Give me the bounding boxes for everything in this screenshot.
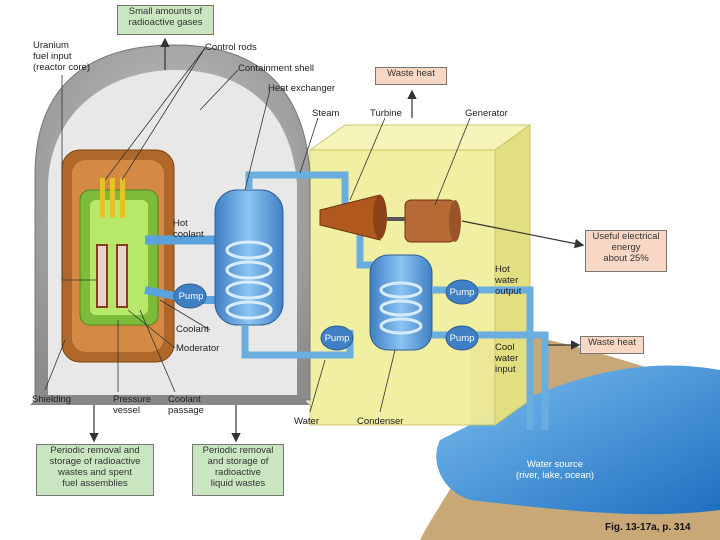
water-source-body xyxy=(436,365,720,515)
steam-pipe xyxy=(245,171,349,205)
label-hot-coolant: Hot coolant xyxy=(173,218,204,240)
label-pump-top: Pump xyxy=(449,287,475,298)
label-pump-bottom: Pump xyxy=(449,333,475,344)
label-uranium-fuel-input: Uranium fuel input (reactor core) xyxy=(33,40,91,73)
control-rod-a xyxy=(100,178,105,218)
control-rod-c xyxy=(120,178,125,218)
label-coolant: Coolant xyxy=(176,324,209,335)
label-water: Water xyxy=(294,416,319,427)
label-moderator: Moderator xyxy=(176,343,220,354)
pump-primary xyxy=(173,283,207,309)
box-radioactive-gases: Small amounts of radioactive gases xyxy=(117,5,214,35)
pump-mid xyxy=(320,325,354,351)
label-generator: Generator xyxy=(465,108,508,119)
turbine-exhaust-pipe xyxy=(356,235,375,269)
label-pump-mid: Pump xyxy=(324,333,350,344)
label-turbine: Turbine xyxy=(370,108,402,119)
turbine xyxy=(319,194,381,241)
pump-bottom xyxy=(445,325,479,351)
label-hot-water-output: Hot water output xyxy=(495,264,522,297)
label-cool-water-input: Cool water input xyxy=(495,342,519,375)
label-heat-exchanger: Heat exchanger xyxy=(268,83,336,94)
label-containment-shell: Containment shell xyxy=(238,63,315,74)
label-steam: Steam xyxy=(312,108,340,119)
box-removal-liquid: Periodic removal and storage of radioact… xyxy=(192,444,284,496)
fuel-rod-right xyxy=(116,244,128,308)
pump-top xyxy=(445,279,479,305)
label-condenser: Condenser xyxy=(357,416,404,427)
label-water-source: Water source (river, lake, ocean) xyxy=(515,459,595,481)
figure-caption: Fig. 13-17a, p. 314 xyxy=(605,522,691,533)
box-waste-heat-top: Waste heat xyxy=(375,67,447,85)
containment-base xyxy=(30,395,310,405)
box-removal-fuel: Periodic removal and storage of radioact… xyxy=(36,444,154,496)
box-waste-heat-right: Waste heat xyxy=(580,336,644,354)
generator xyxy=(404,199,456,243)
fuel-rod-left xyxy=(96,244,108,308)
label-pump-primary: Pump xyxy=(178,291,204,302)
label-control-rods: Control rods xyxy=(205,42,257,53)
box-useful-energy: Useful electrical energy about 25% xyxy=(585,230,667,272)
label-pressure-vessel: Pressure vessel xyxy=(113,394,152,416)
label-coolant-passage: Coolant passage xyxy=(168,394,204,416)
turbine-hall-top xyxy=(308,124,532,151)
control-rod-b xyxy=(110,178,115,218)
label-shielding: Shielding xyxy=(32,394,72,405)
